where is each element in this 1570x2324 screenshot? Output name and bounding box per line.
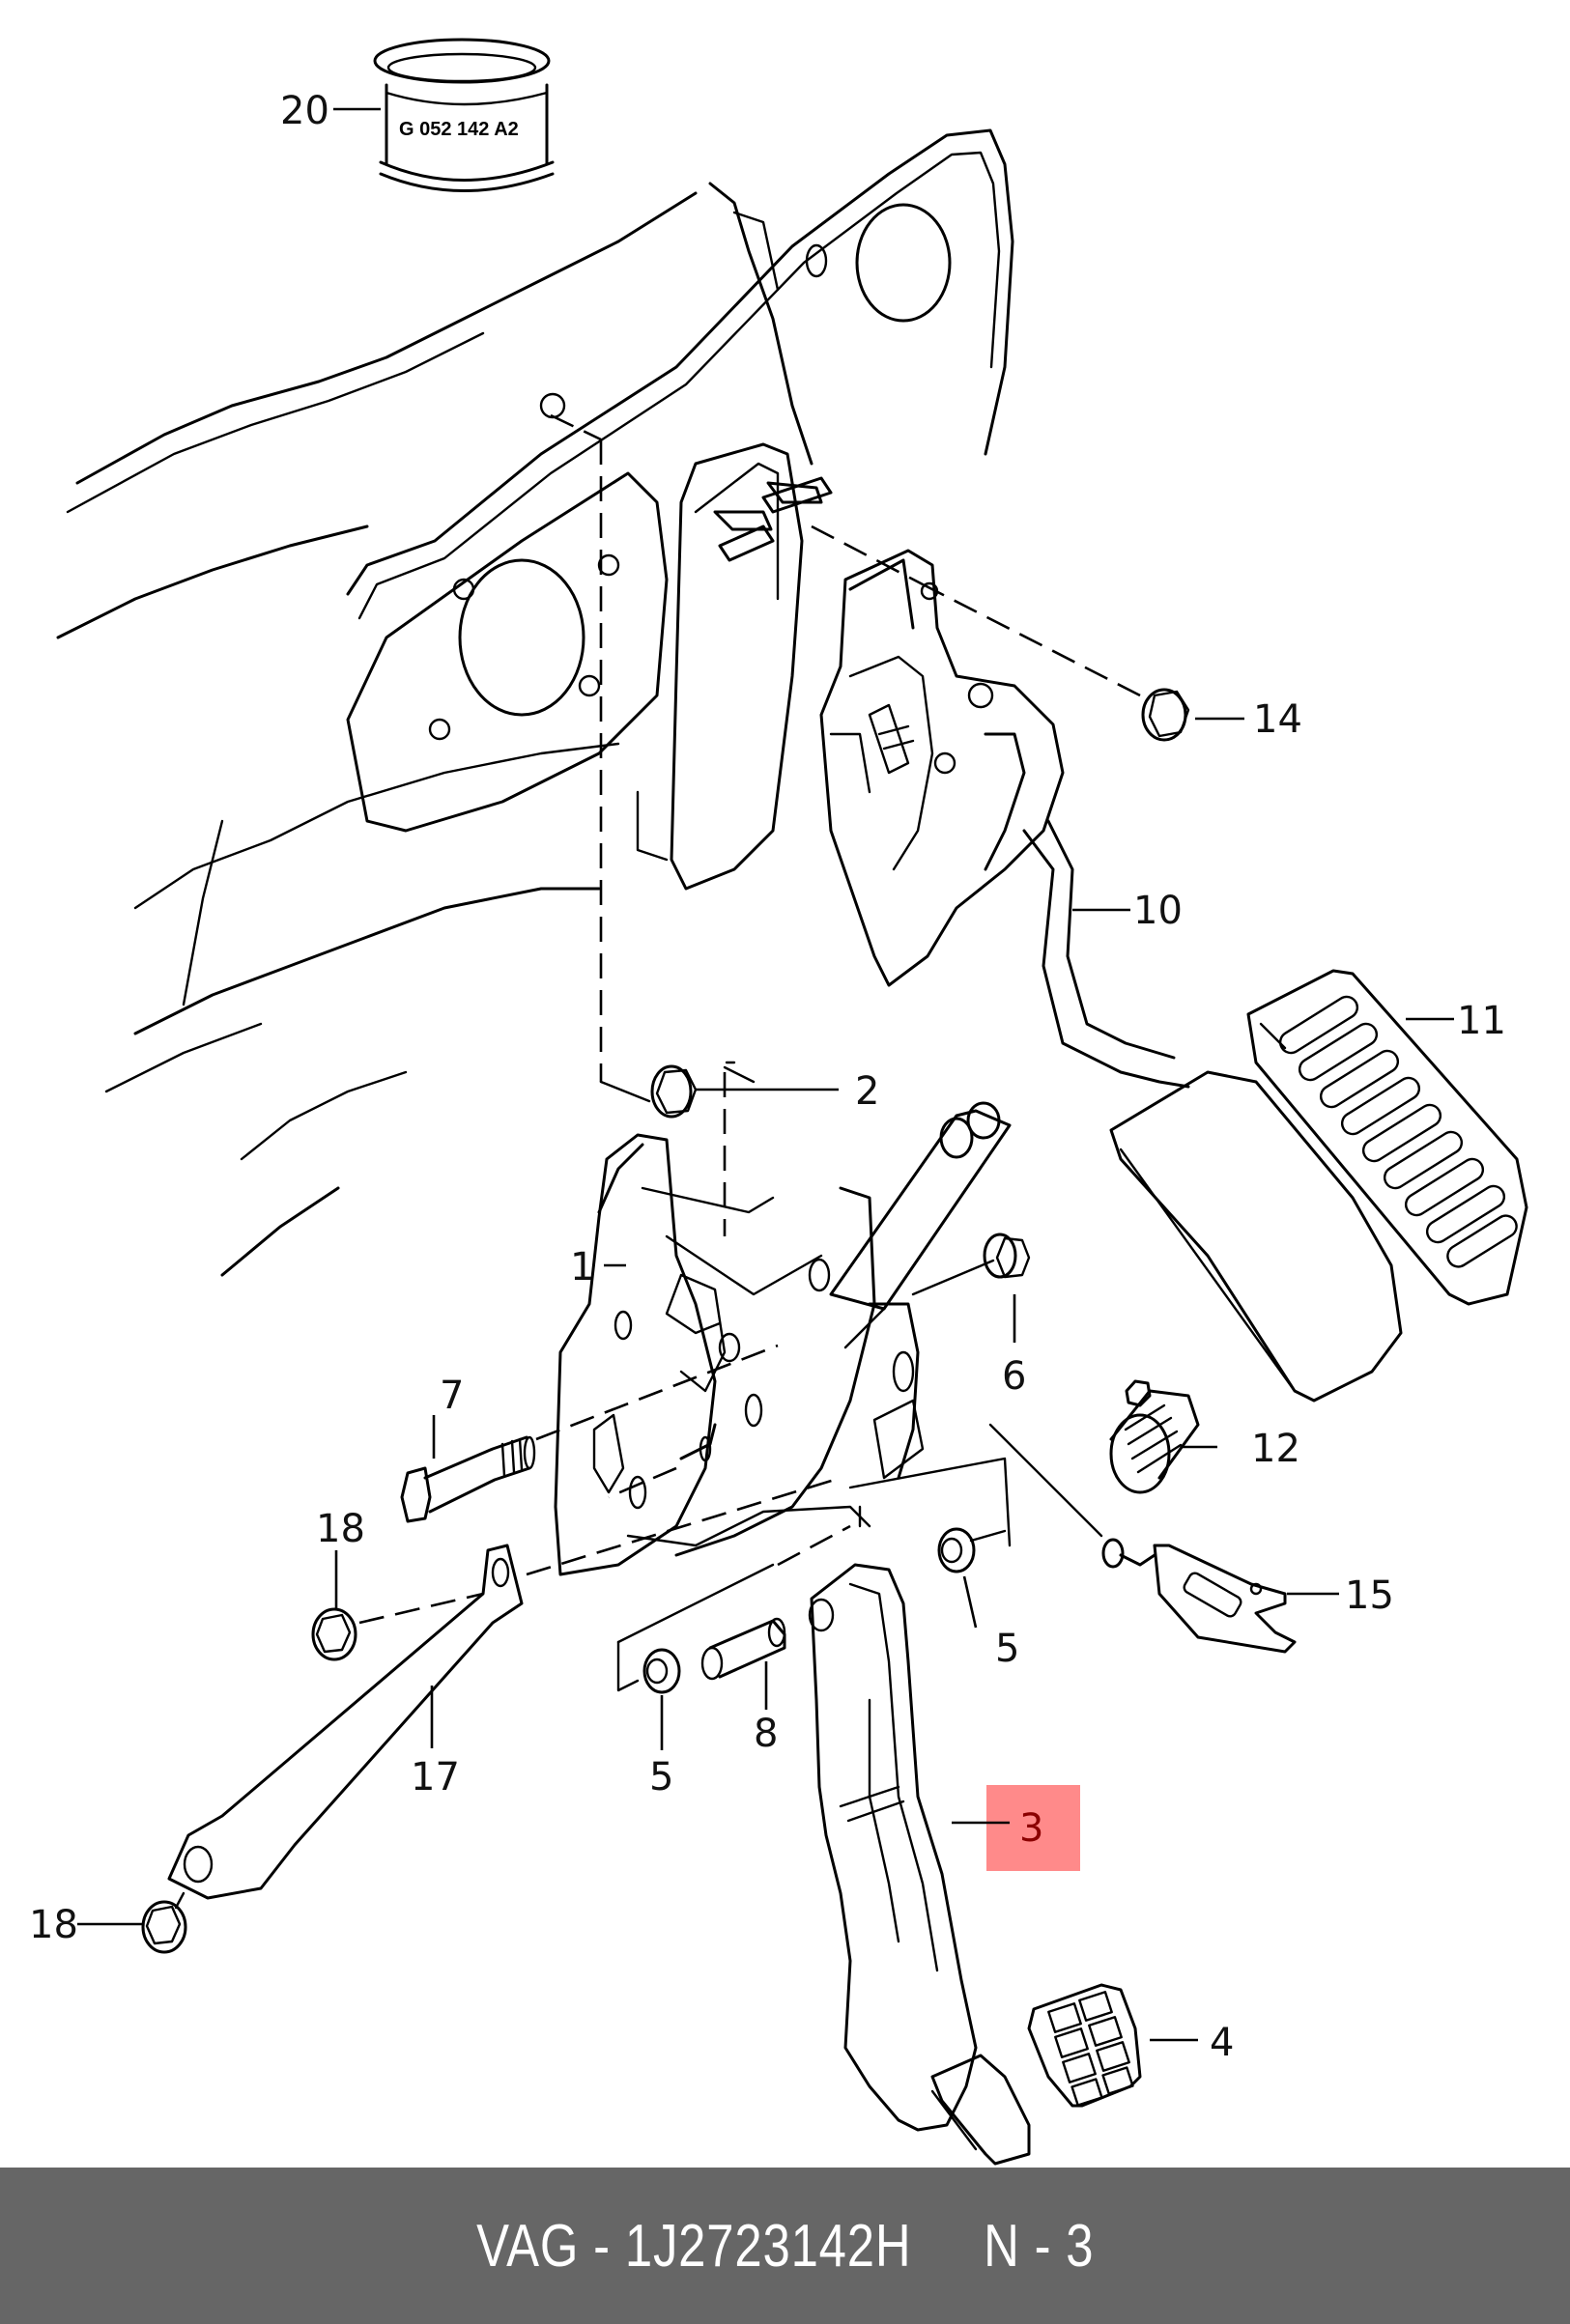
callout-20[interactable]: 20 bbox=[280, 89, 329, 133]
part-4-pedal-pad bbox=[1027, 1983, 1142, 2108]
mounting-plate bbox=[670, 442, 833, 891]
part-5-right-bushing bbox=[937, 1527, 1007, 1573]
callout-15[interactable]: 15 bbox=[1345, 1573, 1394, 1618]
part-20-ring: G 052 142 A2 bbox=[373, 38, 555, 192]
footer-part-reference: VAG - 1J2723142H N - 3 bbox=[475, 2212, 1095, 2280]
part-3-brake-pedal bbox=[808, 1563, 1031, 2166]
part-1-bracket bbox=[554, 1133, 925, 1576]
lever-arm bbox=[829, 1101, 1012, 1349]
callout-5-right[interactable]: 5 bbox=[995, 1627, 1019, 1671]
part-18-upper-nut bbox=[311, 1592, 484, 1661]
callout-17[interactable]: 17 bbox=[411, 1755, 460, 1800]
callout-1[interactable]: 1 bbox=[570, 1245, 594, 1290]
callout-11[interactable]: 11 bbox=[1457, 999, 1506, 1043]
callout-4[interactable]: 4 bbox=[1210, 2021, 1234, 2065]
callout-5-left[interactable]: 5 bbox=[649, 1755, 673, 1800]
part-8-sleeve bbox=[700, 1617, 786, 1681]
callout-3[interactable]: 3 bbox=[1019, 1806, 1043, 1851]
assembly-lines bbox=[550, 413, 924, 1236]
callout-2[interactable]: 2 bbox=[855, 1069, 879, 1114]
firewall-panel bbox=[56, 128, 1014, 1277]
part-10-accelerator-module bbox=[819, 549, 1190, 1089]
part-14-nut bbox=[922, 582, 1190, 742]
ring-marking: G 052 142 A2 bbox=[399, 119, 519, 140]
accelerator-pedal-arm-pad bbox=[1109, 1070, 1403, 1403]
callout-10[interactable]: 10 bbox=[1133, 889, 1183, 933]
part-5-left-bushing bbox=[642, 1648, 681, 1694]
part-6-nut bbox=[911, 1233, 1031, 1296]
part-2-nut bbox=[650, 1064, 698, 1119]
part-17-strut bbox=[167, 1476, 842, 1900]
callout-3-highlight bbox=[986, 1785, 1080, 1871]
part-7-bolt bbox=[400, 1344, 779, 1523]
callout-12[interactable]: 12 bbox=[1251, 1427, 1300, 1471]
callout-18-upper[interactable]: 18 bbox=[316, 1507, 365, 1551]
footer-banner: VAG - 1J2723142H N - 3 bbox=[0, 2168, 1570, 2324]
part-15-brake-switch bbox=[988, 1423, 1297, 1654]
parts-diagram: G 052 142 A2 bbox=[29, 38, 1528, 2166]
callout-labels: 20 14 10 11 2 1 6 7 12 18 15 5 17 8 5 3 … bbox=[29, 89, 1506, 2065]
part-group-bracket bbox=[616, 1457, 1012, 1692]
callout-6[interactable]: 6 bbox=[1002, 1354, 1026, 1399]
callout-18-lower[interactable]: 18 bbox=[29, 1903, 78, 1947]
part-12-stop-buffer bbox=[1109, 1379, 1200, 1494]
part-18-lower-nut bbox=[141, 1891, 187, 1954]
part-11-pedal-pad bbox=[1246, 969, 1528, 1306]
callout-7[interactable]: 7 bbox=[440, 1374, 464, 1418]
callout-14[interactable]: 14 bbox=[1253, 697, 1302, 742]
callout-8[interactable]: 8 bbox=[754, 1712, 778, 1756]
leader-lines bbox=[77, 107, 1454, 2042]
